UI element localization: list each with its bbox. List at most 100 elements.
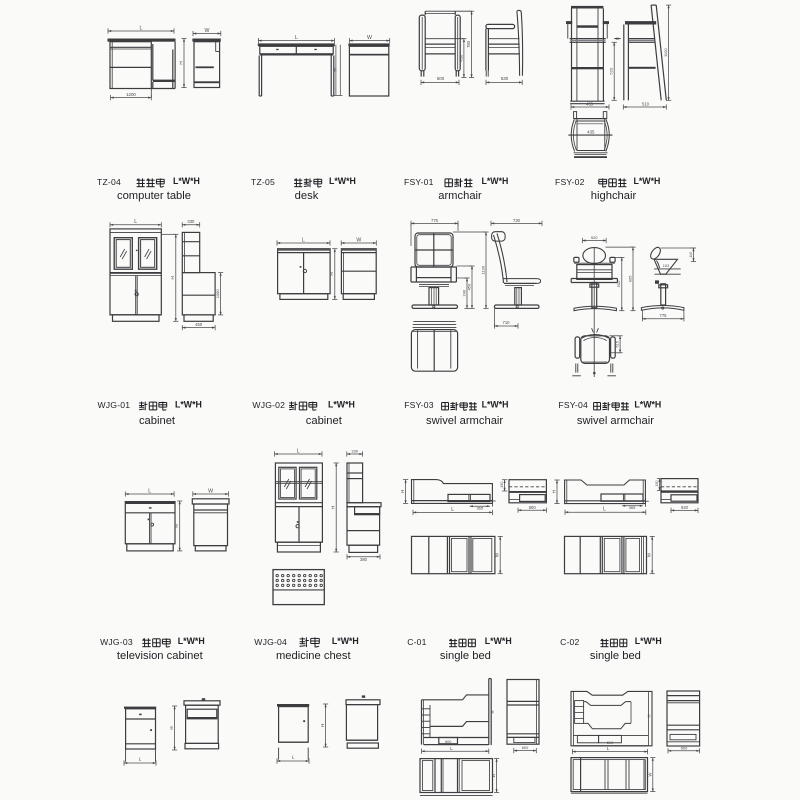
- svg-text:L*W*H: L*W*H: [634, 176, 661, 186]
- svg-text:L: L: [295, 35, 298, 41]
- svg-text:1130: 1130: [480, 265, 485, 274]
- svg-text:600: 600: [681, 745, 688, 750]
- svg-text:L: L: [302, 237, 305, 243]
- svg-text:H: H: [169, 726, 174, 729]
- svg-text:L*W*H: L*W*H: [635, 636, 662, 646]
- svg-text:WJG-01: WJG-01: [98, 400, 131, 410]
- svg-text:computer table: computer table: [117, 190, 191, 202]
- svg-text:L: L: [140, 25, 143, 31]
- svg-text:L: L: [297, 448, 300, 454]
- svg-text:L: L: [134, 219, 137, 225]
- svg-text:single bed: single bed: [590, 650, 641, 662]
- svg-text:L: L: [292, 754, 295, 760]
- svg-text:L: L: [148, 488, 151, 494]
- svg-text:150: 150: [500, 482, 504, 488]
- svg-text:435: 435: [587, 130, 595, 135]
- svg-text:FSY-03: FSY-03: [404, 400, 434, 410]
- svg-text:1200: 1200: [126, 92, 136, 97]
- svg-text:380: 380: [360, 557, 368, 562]
- svg-text:110: 110: [689, 252, 693, 258]
- svg-text:H: H: [329, 272, 334, 275]
- svg-text:FSY-02: FSY-02: [555, 177, 585, 187]
- svg-text:H: H: [551, 490, 556, 493]
- svg-text:H: H: [170, 276, 175, 279]
- svg-text:450: 450: [466, 283, 471, 290]
- svg-text:L: L: [451, 507, 454, 513]
- svg-text:L*W*H: L*W*H: [178, 636, 205, 646]
- svg-text:L*W*H: L*W*H: [329, 176, 356, 186]
- svg-text:520: 520: [591, 235, 598, 240]
- svg-text:L: L: [603, 507, 606, 513]
- svg-text:L*W*H: L*W*H: [175, 399, 202, 409]
- svg-text:330: 330: [187, 219, 195, 224]
- svg-text:W: W: [647, 552, 652, 557]
- svg-text:435: 435: [586, 102, 594, 107]
- svg-text:600: 600: [607, 740, 614, 745]
- svg-text:L*W*H: L*W*H: [173, 176, 200, 186]
- svg-text:W: W: [495, 552, 500, 557]
- svg-text:600: 600: [522, 745, 529, 750]
- svg-text:905: 905: [627, 275, 632, 282]
- svg-text:620: 620: [681, 505, 689, 510]
- svg-text:H: H: [490, 710, 495, 713]
- svg-text:H: H: [178, 61, 183, 64]
- svg-text:H: H: [400, 490, 405, 493]
- svg-text:W: W: [356, 237, 361, 243]
- svg-text:W: W: [204, 28, 209, 34]
- svg-text:armchair: armchair: [438, 190, 482, 202]
- svg-text:780: 780: [466, 40, 471, 48]
- svg-text:C-02: C-02: [560, 637, 579, 647]
- svg-text:W: W: [491, 773, 496, 777]
- svg-text:710: 710: [503, 320, 511, 325]
- svg-text:FSY-04: FSY-04: [558, 400, 588, 410]
- svg-text:L*W*H: L*W*H: [485, 636, 512, 646]
- svg-text:TZ-05: TZ-05: [251, 177, 275, 187]
- svg-text:1080: 1080: [215, 289, 220, 299]
- svg-text:television cabinet: television cabinet: [117, 650, 204, 662]
- svg-text:W: W: [208, 488, 213, 494]
- svg-text:365: 365: [629, 505, 636, 510]
- svg-text:510: 510: [642, 102, 650, 107]
- svg-text:W: W: [647, 772, 652, 776]
- svg-text:365: 365: [476, 505, 483, 510]
- svg-text:L: L: [450, 746, 453, 752]
- svg-text:FSY-01: FSY-01: [404, 177, 434, 187]
- svg-text:medicine chest: medicine chest: [276, 650, 352, 662]
- svg-text:L*W*H: L*W*H: [328, 399, 355, 409]
- svg-text:cabinet: cabinet: [139, 415, 176, 427]
- svg-text:H: H: [320, 724, 325, 727]
- svg-text:L*W*H: L*W*H: [634, 399, 661, 409]
- svg-text:775: 775: [431, 218, 439, 223]
- svg-text:L*W*H: L*W*H: [482, 399, 509, 409]
- svg-text:515: 515: [616, 341, 620, 347]
- svg-text:L*W*H: L*W*H: [482, 176, 509, 186]
- svg-text:L: L: [139, 756, 142, 762]
- svg-text:desk: desk: [295, 190, 319, 202]
- svg-text:500: 500: [437, 76, 445, 81]
- svg-text:TZ-04: TZ-04: [97, 177, 121, 187]
- svg-text:500: 500: [616, 280, 621, 287]
- svg-text:H: H: [333, 68, 338, 71]
- svg-text:WJG-04: WJG-04: [254, 637, 287, 647]
- svg-text:450: 450: [195, 322, 203, 327]
- svg-text:cabinet: cabinet: [306, 415, 343, 427]
- svg-text:775: 775: [660, 313, 668, 318]
- svg-text:H: H: [331, 506, 336, 509]
- svg-text:WJG-03: WJG-03: [100, 637, 133, 647]
- svg-text:530: 530: [501, 76, 509, 81]
- svg-text:C-01: C-01: [407, 637, 426, 647]
- svg-text:103: 103: [663, 263, 670, 268]
- svg-text:240: 240: [461, 289, 466, 296]
- svg-text:single bed: single bed: [440, 650, 491, 662]
- svg-text:swivel armchair: swivel armchair: [426, 415, 503, 427]
- svg-text:730: 730: [513, 218, 521, 223]
- svg-text:L: L: [607, 746, 610, 752]
- svg-text:WJG-02: WJG-02: [252, 400, 285, 410]
- svg-text:H: H: [647, 714, 652, 717]
- svg-text:330: 330: [351, 448, 358, 453]
- svg-text:swivel armchair: swivel armchair: [577, 415, 654, 427]
- svg-text:W: W: [367, 35, 372, 41]
- svg-text:520: 520: [609, 67, 614, 74]
- svg-text:highchair: highchair: [591, 190, 637, 202]
- svg-text:450: 450: [458, 54, 463, 62]
